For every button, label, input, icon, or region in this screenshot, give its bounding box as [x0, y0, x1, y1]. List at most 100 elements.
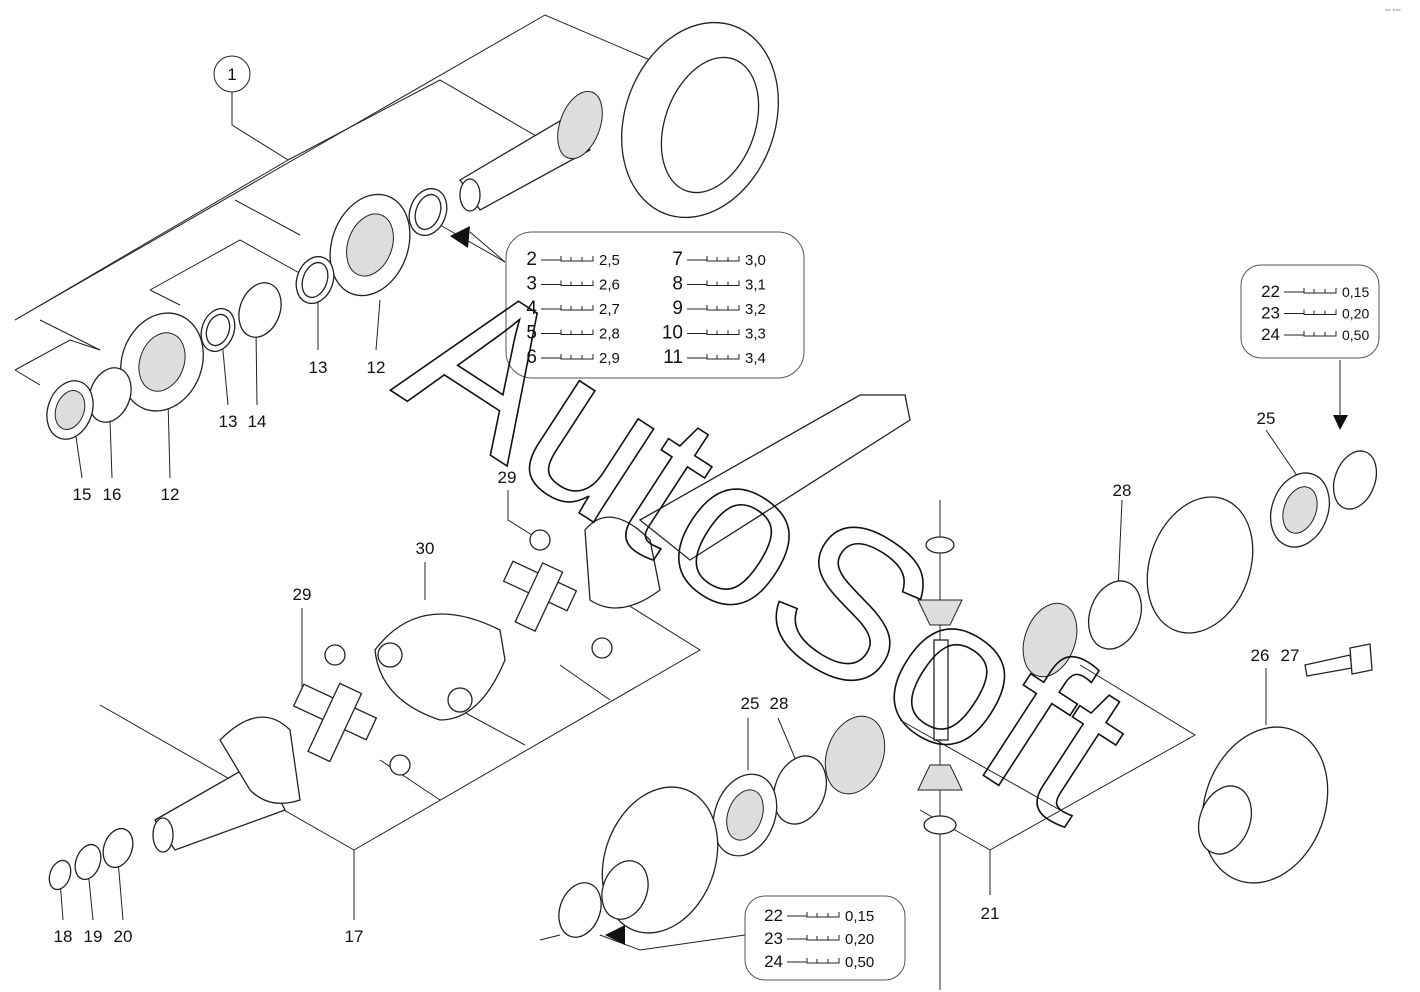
shim-item-number: 24: [764, 952, 783, 971]
shim-thickness: 2,5: [599, 252, 620, 269]
callout-circle: [213, 55, 251, 93]
thickness-symbol: [541, 256, 594, 262]
shim-item-number: 5: [526, 323, 537, 344]
shim-thickness: 2,9: [599, 350, 620, 367]
shim-item-number: 22: [764, 906, 783, 925]
svg-text:1: 1: [227, 65, 236, 84]
thickness-symbol: [787, 958, 840, 964]
svg-text:19: 19: [84, 927, 103, 946]
svg-text:30: 30: [416, 539, 435, 558]
arrow-icon: [605, 925, 625, 945]
yoke-bottom: [219, 716, 301, 804]
shim-item-number: 10: [662, 323, 683, 344]
washer: [923, 815, 957, 835]
yoke-top: [584, 516, 661, 609]
svg-text:16: 16: [103, 485, 122, 504]
circlip: [591, 637, 613, 659]
thrust-washer-28: [1087, 580, 1143, 650]
shim-thickness: 0,15: [1342, 284, 1369, 300]
svg-text:29: 29: [293, 585, 312, 604]
shim-thickness: 3,4: [745, 350, 766, 367]
svg-text:17: 17: [345, 927, 364, 946]
shim-item-number: 2: [526, 249, 537, 270]
splined-shaft: [638, 394, 911, 561]
bolt-26: [1304, 654, 1353, 677]
cross-pin: [933, 639, 949, 741]
circlip: [324, 644, 346, 666]
svg-text:13: 13: [309, 358, 328, 377]
svg-text:28: 28: [1113, 481, 1132, 500]
shim-thickness: 2,8: [599, 326, 620, 343]
thickness-symbol: [541, 305, 594, 311]
shim-thickness: 3,3: [745, 326, 766, 343]
washer-20: [102, 827, 134, 869]
shim-thickness: 0,20: [845, 931, 874, 948]
svg-text:15: 15: [73, 485, 92, 504]
circlip: [529, 529, 551, 551]
svg-text:18: 18: [54, 927, 73, 946]
ring-19: [74, 843, 102, 881]
svg-text:28: 28: [770, 694, 789, 713]
shim-thickness: 0,15: [845, 908, 874, 925]
svg-text:27: 27: [1281, 646, 1300, 665]
shim-thickness: 3,2: [745, 301, 766, 318]
lock-washer-16: [88, 367, 132, 423]
thickness-symbol: [687, 280, 740, 286]
arrow-icon: [450, 226, 470, 248]
shim-item-number: 23: [1261, 304, 1280, 323]
shim-item-number: 7: [672, 249, 683, 270]
svg-text:12: 12: [367, 358, 386, 377]
center-yoke-30: [374, 613, 506, 721]
thickness-symbol: [541, 280, 594, 286]
shim-item-number: 4: [526, 298, 537, 319]
svg-text:14: 14: [248, 412, 267, 431]
thickness-symbol: [541, 329, 594, 335]
leader-lines: [14, 14, 1341, 990]
thickness-symbol: [1284, 309, 1337, 315]
shim-item-number: 3: [526, 274, 537, 295]
shim-thickness: 2,7: [599, 301, 620, 318]
pinion-gear: [557, 90, 603, 160]
thickness-symbol: [787, 912, 840, 918]
planet-gear-top: [917, 599, 963, 626]
washer: [925, 536, 955, 554]
thickness-symbol: [687, 329, 740, 335]
circlip: [389, 754, 411, 776]
shim-thickness: 3,0: [745, 252, 766, 269]
svg-text:13: 13: [219, 412, 238, 431]
side-gear: [824, 715, 886, 795]
thickness-symbol: [687, 305, 740, 311]
planet-gear-bottom: [917, 764, 963, 791]
svg-text:25: 25: [741, 694, 760, 713]
shim-thickness: 0,50: [1342, 327, 1369, 343]
svg-text:25: 25: [1257, 409, 1276, 428]
thrust-washer-28: [772, 755, 828, 825]
thickness-symbol: [787, 935, 840, 941]
shim-thickness: 3,1: [745, 277, 766, 294]
shim-item-number: 9: [672, 298, 683, 319]
arrow-icon: [1333, 415, 1348, 430]
shim-thickness: 0,20: [1342, 306, 1369, 322]
diff-case-half: [1146, 496, 1254, 634]
svg-text:26: 26: [1251, 646, 1270, 665]
thickness-symbol: [541, 354, 594, 360]
side-gear: [1022, 602, 1078, 678]
parts: [46, 21, 1378, 945]
snap-ring-18: [48, 859, 72, 891]
thickness-symbol: [687, 256, 740, 262]
thickness-symbol: [687, 354, 740, 360]
diff-case-half: [601, 786, 719, 934]
shim-item-number: 11: [663, 347, 683, 368]
svg-text:12: 12: [161, 485, 180, 504]
thickness-symbol: [1284, 288, 1337, 294]
shim-item-number: 24: [1261, 325, 1280, 344]
shim-item-number: 23: [764, 929, 783, 948]
thickness-symbol: [1284, 331, 1337, 337]
svg-text:29: 29: [498, 468, 517, 487]
callout-labels: 1 15 16 12 13 14 13 12 29 30 29 17 18 19…: [54, 65, 1300, 946]
svg-text:21: 21: [981, 904, 1000, 923]
shim-item-number: 6: [526, 347, 537, 368]
